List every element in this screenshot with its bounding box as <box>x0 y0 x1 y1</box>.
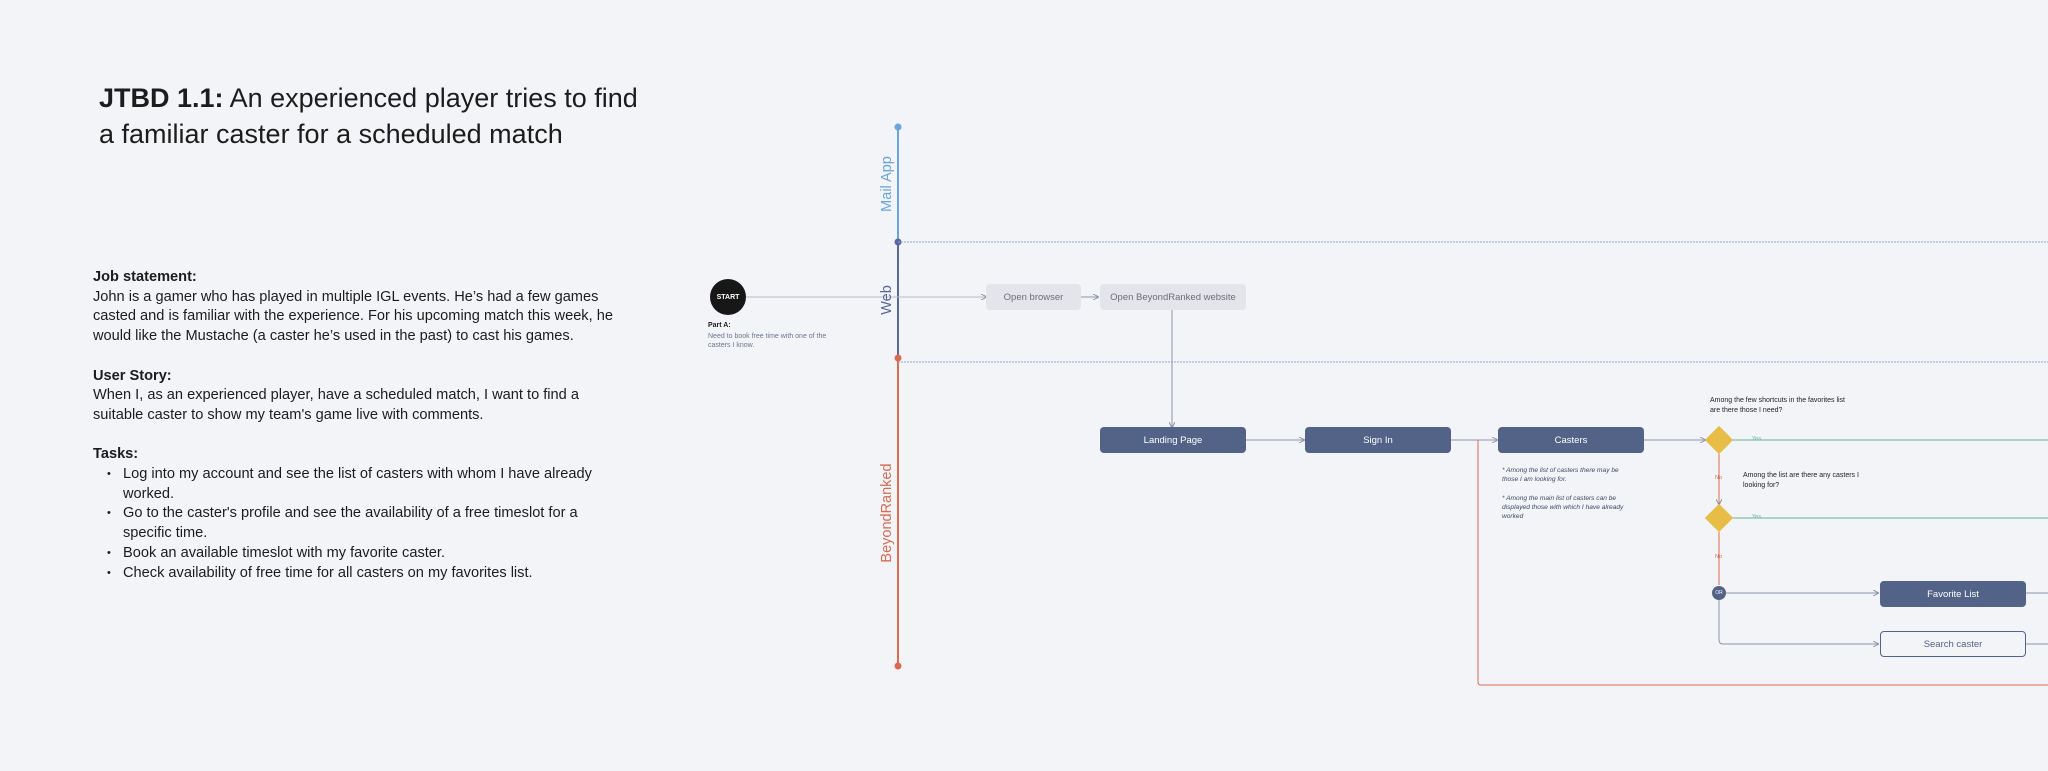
connector-or-search <box>1718 600 1878 644</box>
no-label-1: No <box>1715 475 1723 481</box>
lane-dot-bottom <box>894 662 902 670</box>
part-a-label: Part A: <box>708 322 731 329</box>
task-item: Go to the caster's profile and see the a… <box>107 504 613 543</box>
description-panel: Job statement: John is a gamer who has p… <box>93 268 613 583</box>
job-statement-text: John is a gamer who has played in multip… <box>93 288 613 345</box>
node-open-browser[interactable]: Open browser <box>986 284 1081 310</box>
decision-diamond-2 <box>1704 503 1734 533</box>
or-node: OR <box>1712 586 1726 600</box>
decision-question-2: Among the list are there any casters I l… <box>1743 472 1859 489</box>
node-favorite-list[interactable]: Favorite List <box>1880 581 2026 607</box>
task-item: Book an available timeslot with my favor… <box>107 544 613 564</box>
node-open-site[interactable]: Open BeyondRanked website <box>1100 284 1246 310</box>
lane-dot-web-br <box>894 354 902 362</box>
node-sign-in[interactable]: Sign In <box>1305 427 1451 453</box>
task-item: Log into my account and see the list of … <box>107 465 613 504</box>
yes-label-1: Yes <box>1752 436 1761 442</box>
no-label-2: No <box>1715 554 1723 560</box>
note-1: * Among the list of casters there may be… <box>1502 467 1619 483</box>
red-loop-line <box>1477 440 2048 686</box>
lane-dot-top <box>894 123 902 131</box>
node-casters[interactable]: Casters <box>1498 427 1644 453</box>
page-title: JTBD 1.1: An experienced player tries to… <box>99 80 659 152</box>
decision-diamond-1 <box>1704 425 1734 455</box>
title-prefix: JTBD 1.1: <box>99 83 224 113</box>
user-story-text: When I, as an experienced player, have a… <box>93 387 579 423</box>
user-story-heading: User Story: <box>93 367 172 384</box>
title-text: An experienced player tries to find a fa… <box>99 83 638 149</box>
job-statement-heading: Job statement: <box>93 269 197 285</box>
lane-label-web: Web <box>879 285 895 315</box>
note-2: * Among the main list of casters can be … <box>1502 495 1624 520</box>
decision-question-1: Among the few shortcuts in the favorites… <box>1710 397 1846 414</box>
start-node: START <box>710 279 746 315</box>
node-landing-page[interactable]: Landing Page <box>1100 427 1246 453</box>
lane-label-beyondranked: BeyondRanked <box>879 463 895 563</box>
part-a-note: Need to book free time with one of the c… <box>708 333 827 349</box>
yes-label-2: Yes <box>1752 514 1761 520</box>
tasks-list: Log into my account and see the list of … <box>93 465 613 583</box>
tasks-heading: Tasks: <box>93 446 139 463</box>
task-item: Check availability of free time for all … <box>107 564 613 584</box>
node-search-caster[interactable]: Search caster <box>1880 631 2026 657</box>
